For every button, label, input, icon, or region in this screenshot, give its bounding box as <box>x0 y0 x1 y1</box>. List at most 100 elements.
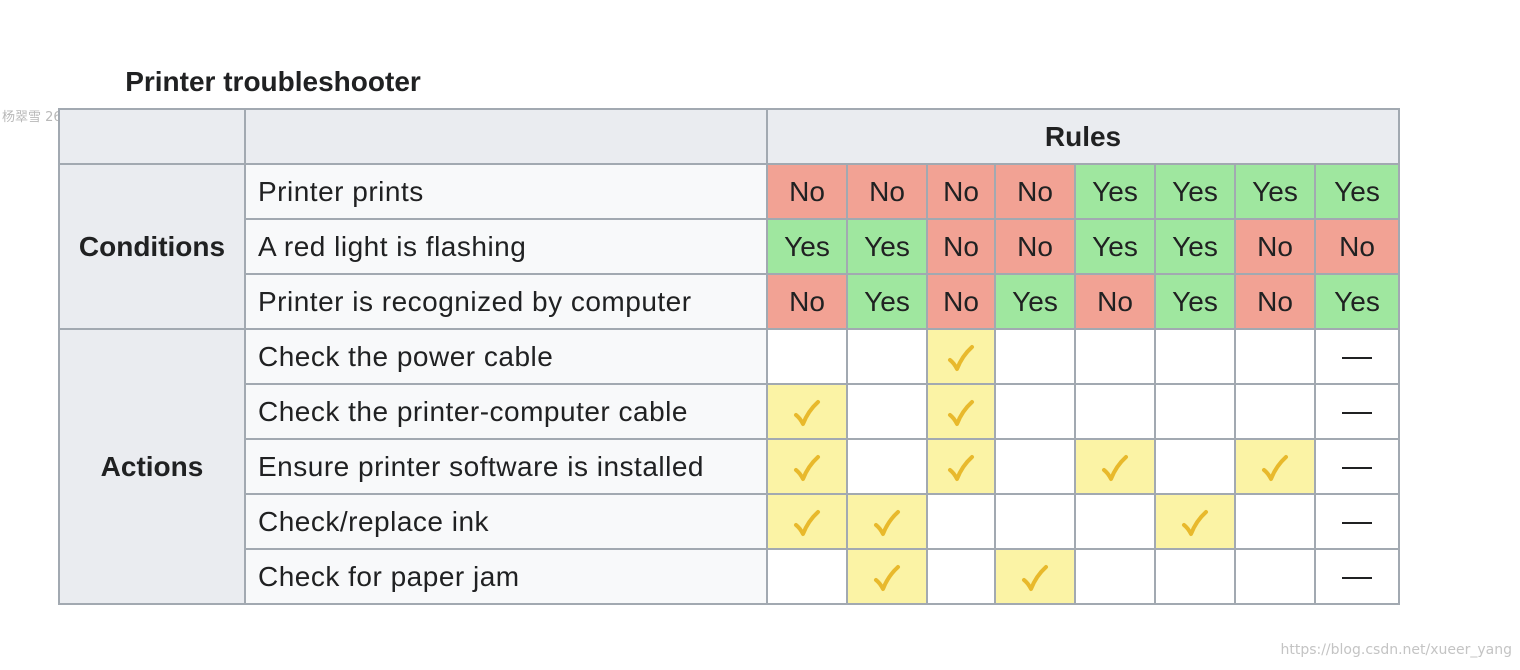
check-icon <box>948 344 974 371</box>
action-row: Check/replace ink <box>59 493 1400 550</box>
action-label: Check the printer-computer cable <box>244 383 768 440</box>
action-mark-cell <box>766 493 848 550</box>
action-mark-cell <box>1314 438 1400 495</box>
action-mark-cell <box>1234 383 1316 440</box>
corner-cell <box>58 108 246 165</box>
condition-value-cell: Yes <box>1234 163 1316 220</box>
label-header-cell <box>244 108 768 165</box>
action-mark-cell <box>994 438 1076 495</box>
conditions-group-header: Conditions <box>58 163 246 330</box>
action-mark-cell <box>1234 438 1316 495</box>
action-mark-cell <box>926 548 996 605</box>
action-mark-cell <box>1314 383 1400 440</box>
condition-value-cell: Yes <box>766 218 848 275</box>
action-mark-cell <box>1074 383 1156 440</box>
rules-header: Rules <box>766 108 1400 165</box>
check-icon <box>1262 454 1288 481</box>
condition-value-cell: No <box>1234 273 1316 330</box>
action-mark-cell <box>1234 548 1316 605</box>
action-mark-cell <box>1154 383 1236 440</box>
condition-value-cell: No <box>926 163 996 220</box>
action-mark-cell <box>926 493 996 550</box>
action-mark-cell <box>1314 548 1400 605</box>
condition-label: A red light is flashing <box>244 218 768 275</box>
action-mark-cell <box>994 548 1076 605</box>
action-mark-cell <box>994 383 1076 440</box>
action-mark-cell <box>1154 438 1236 495</box>
check-icon <box>794 454 820 481</box>
action-mark-cell <box>1314 328 1400 385</box>
table-caption-text: Printer troubleshooter <box>125 66 421 97</box>
condition-value-cell: Yes <box>1154 218 1236 275</box>
condition-value-cell: No <box>926 273 996 330</box>
check-icon <box>948 454 974 481</box>
actions-group-header: Actions <box>58 328 246 605</box>
condition-value-cell: Yes <box>1074 163 1156 220</box>
action-row: Check the printer-computer cable <box>59 383 1400 440</box>
condition-value-cell: Yes <box>1154 163 1236 220</box>
condition-value-cell: No <box>994 163 1076 220</box>
action-mark-cell <box>846 548 928 605</box>
action-mark-cell <box>766 438 848 495</box>
action-mark-cell <box>846 383 928 440</box>
dash-icon <box>1342 357 1372 360</box>
action-mark-cell <box>846 493 928 550</box>
condition-value-cell: Yes <box>846 218 928 275</box>
action-label: Check the power cable <box>244 328 768 385</box>
action-mark-cell <box>1314 493 1400 550</box>
condition-label: Printer prints <box>244 163 768 220</box>
condition-value-cell: Yes <box>1314 273 1400 330</box>
check-icon <box>1182 509 1208 536</box>
action-mark-cell <box>766 548 848 605</box>
action-mark-cell <box>926 328 996 385</box>
dash-icon <box>1342 577 1372 580</box>
check-icon <box>1022 564 1048 591</box>
action-mark-cell <box>846 328 928 385</box>
action-mark-cell <box>926 438 996 495</box>
condition-value-cell: No <box>1074 273 1156 330</box>
action-mark-cell <box>1074 438 1156 495</box>
dash-icon <box>1342 412 1372 415</box>
check-icon <box>874 564 900 591</box>
condition-value-cell: Yes <box>1314 163 1400 220</box>
condition-value-cell: No <box>766 163 848 220</box>
dash-icon <box>1342 522 1372 525</box>
action-mark-cell <box>994 328 1076 385</box>
action-mark-cell <box>846 438 928 495</box>
condition-value-cell: Yes <box>1154 273 1236 330</box>
action-mark-cell <box>994 493 1076 550</box>
action-mark-cell <box>926 383 996 440</box>
condition-value-cell: No <box>766 273 848 330</box>
watermark-url: https://blog.csdn.net/xueer_yang <box>1280 642 1512 658</box>
check-icon <box>948 399 974 426</box>
action-mark-cell <box>766 328 848 385</box>
action-label: Check/replace ink <box>244 493 768 550</box>
action-row: Check for paper jam <box>59 548 1400 605</box>
condition-value-cell: No <box>1314 218 1400 275</box>
condition-value-cell: No <box>846 163 928 220</box>
action-mark-cell <box>1074 328 1156 385</box>
action-mark-cell <box>766 383 848 440</box>
condition-value-cell: Yes <box>1074 218 1156 275</box>
table-caption: Printer troubleshooter <box>58 66 1398 98</box>
action-mark-cell <box>1074 548 1156 605</box>
action-mark-cell <box>1074 493 1156 550</box>
check-icon <box>794 399 820 426</box>
condition-value-cell: No <box>926 218 996 275</box>
table-header-row: Rules <box>58 108 1400 165</box>
action-mark-cell <box>1154 493 1236 550</box>
action-label: Check for paper jam <box>244 548 768 605</box>
check-icon <box>794 509 820 536</box>
action-mark-cell <box>1154 328 1236 385</box>
condition-value-cell: No <box>994 218 1076 275</box>
check-icon <box>874 509 900 536</box>
action-row: Ensure printer software is installed <box>59 438 1400 495</box>
action-mark-cell <box>1234 328 1316 385</box>
dash-icon <box>1342 467 1372 470</box>
